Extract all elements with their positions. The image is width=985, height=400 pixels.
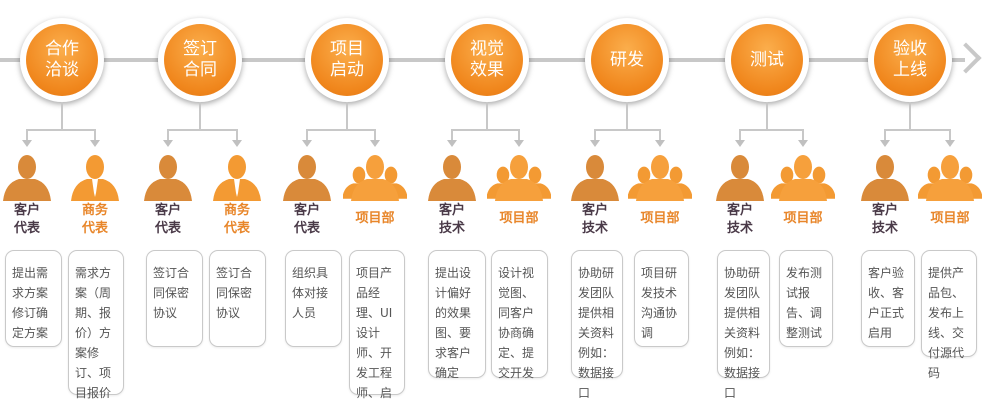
role-label: 项目部 — [499, 211, 539, 226]
connector — [659, 129, 661, 142]
connector — [167, 129, 169, 142]
connector — [884, 129, 886, 142]
description-box: 设计视觉图、同客户协商确定、提交开发 — [491, 250, 548, 380]
role-label: 商务 代表 — [223, 203, 250, 236]
role-label: 客户 技术 — [726, 203, 753, 236]
arrow-down-icon — [798, 140, 808, 147]
person-icon — [716, 153, 764, 205]
role-label: 项目部 — [930, 211, 970, 226]
person-icon — [428, 153, 476, 205]
connector — [949, 129, 951, 142]
connector — [61, 102, 63, 130]
connector — [236, 129, 238, 142]
connector — [346, 102, 348, 130]
stage-3: 项目 启动 — [305, 18, 389, 102]
arrow-down-icon — [945, 140, 955, 147]
stage-5: 研发 — [585, 18, 669, 102]
connector — [909, 102, 911, 130]
connector — [94, 129, 96, 142]
description-box: 签订合同保密协议 — [209, 250, 266, 347]
connector — [518, 129, 520, 142]
person-icon — [71, 153, 119, 205]
role-label: 项目部 — [783, 211, 823, 226]
connector — [452, 129, 519, 131]
connector — [306, 129, 308, 142]
team-icon — [627, 153, 693, 205]
role-label: 客户 代表 — [293, 203, 320, 236]
connector — [802, 129, 804, 142]
stage-7: 验收 上线 — [868, 18, 952, 102]
team-icon — [486, 153, 552, 205]
description-box: 提出需求方案修订确定方案 — [5, 250, 62, 347]
arrow-down-icon — [163, 140, 173, 147]
team-icon — [917, 153, 983, 205]
description-box: 提出设计偏好的效果图、要求客户确定 — [428, 250, 486, 380]
stage-6: 测试 — [725, 18, 809, 102]
arrow-down-icon — [655, 140, 665, 147]
role-label: 客户 技术 — [581, 203, 608, 236]
arrow-down-icon — [514, 140, 524, 147]
connector — [451, 129, 453, 142]
role-label: 客户 代表 — [13, 203, 40, 236]
connector — [26, 129, 28, 142]
role-label: 项目部 — [355, 211, 395, 226]
person-icon — [213, 153, 261, 205]
role-label: 商务 代表 — [81, 203, 108, 236]
team-icon — [770, 153, 836, 205]
person-icon — [144, 153, 192, 205]
arrow-down-icon — [22, 140, 32, 147]
description-box: 发布测试报告、调整测试 — [779, 250, 833, 347]
stage-title: 研发 — [591, 24, 663, 96]
connector — [594, 129, 596, 142]
stage-title: 验收 上线 — [874, 24, 946, 96]
connector — [27, 129, 95, 131]
description-box: 提供产品包、发布上线、交付源代码 — [921, 250, 977, 380]
role-label: 客户 代表 — [154, 203, 181, 236]
arrow-down-icon — [90, 140, 100, 147]
role-label: 客户 技术 — [438, 203, 465, 236]
arrow-down-icon — [232, 140, 242, 147]
connector — [374, 129, 376, 142]
team-icon — [342, 153, 408, 205]
stage-title: 合作 洽谈 — [26, 24, 98, 96]
description-box: 组织具体对接人员 — [285, 250, 342, 347]
connector — [199, 102, 201, 130]
connector — [766, 102, 768, 130]
stage-title: 项目 启动 — [311, 24, 383, 96]
connector — [626, 102, 628, 130]
description-box: 客户验收、客户正式启用 — [861, 250, 915, 347]
person-icon — [283, 153, 331, 205]
description-box: 协助研发团队提供相关资料例如：数据接口 — [717, 250, 770, 400]
description-box: 协助研发团队提供相关资料例如：数据接口 — [571, 250, 623, 400]
person-icon — [3, 153, 51, 205]
arrow-down-icon — [880, 140, 890, 147]
connector — [486, 102, 488, 130]
arrow-down-icon — [735, 140, 745, 147]
role-label: 客户 技术 — [871, 203, 898, 236]
stage-4: 视觉 效果 — [445, 18, 529, 102]
person-icon — [861, 153, 909, 205]
connector — [885, 129, 950, 131]
arrow-down-icon — [302, 140, 312, 147]
description-box: 项目产品经理、UI设计师、开发工程师、启动项目团队 — [349, 250, 405, 400]
description-box: 签订合同保密协议 — [146, 250, 203, 347]
stage-title: 签订 合同 — [164, 24, 236, 96]
connector — [307, 129, 375, 131]
timeline-arrow-icon — [950, 42, 982, 74]
description-box: 项目研发技术沟通协调 — [634, 250, 689, 347]
arrow-down-icon — [447, 140, 457, 147]
connector — [740, 129, 803, 131]
arrow-down-icon — [590, 140, 600, 147]
connector — [168, 129, 237, 131]
connector — [595, 129, 660, 131]
description-box: 需求方案（周期、报价）方案修订、项目报价周期 — [68, 250, 124, 400]
stage-1: 合作 洽谈 — [20, 18, 104, 102]
stage-title: 测试 — [731, 24, 803, 96]
person-icon — [571, 153, 619, 205]
connector — [739, 129, 741, 142]
arrow-down-icon — [370, 140, 380, 147]
role-label: 项目部 — [640, 211, 680, 226]
stage-title: 视觉 效果 — [451, 24, 523, 96]
stage-2: 签订 合同 — [158, 18, 242, 102]
